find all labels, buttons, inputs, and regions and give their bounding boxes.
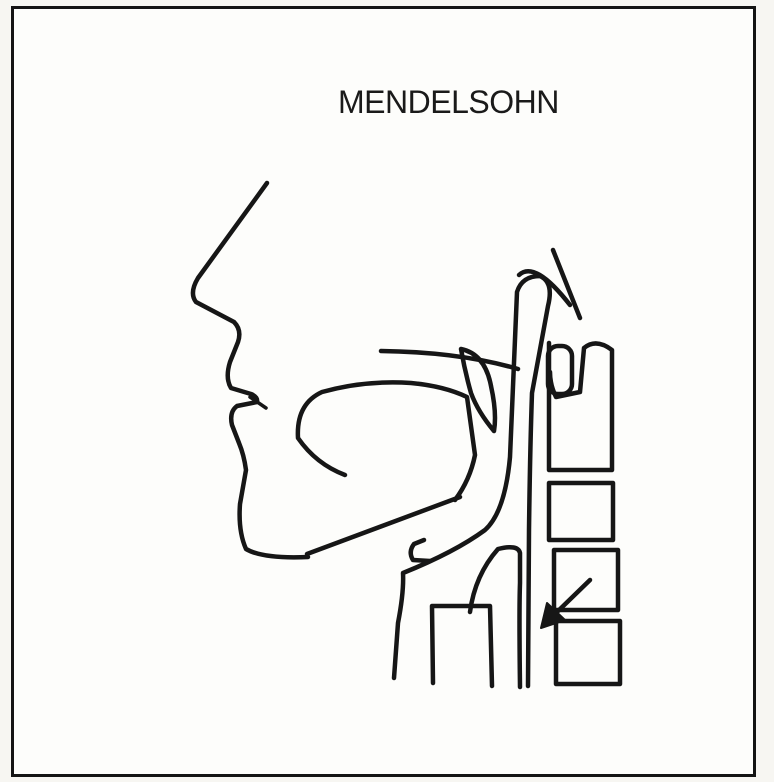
- tongue: [298, 382, 475, 500]
- vertebra-c4: [554, 550, 618, 610]
- trachea: [432, 606, 492, 686]
- vertebra-c3: [549, 483, 613, 540]
- hard-palate: [381, 351, 518, 369]
- mandible-line: [307, 497, 460, 554]
- pharynx: [394, 276, 550, 687]
- face-profile: [193, 183, 308, 557]
- cervical-spine: [548, 343, 620, 684]
- nasopharynx-line-2: [553, 250, 580, 318]
- vertebra-c2: [549, 343, 612, 470]
- vertebra-c5: [556, 621, 620, 684]
- hyoid-bone: [411, 540, 430, 561]
